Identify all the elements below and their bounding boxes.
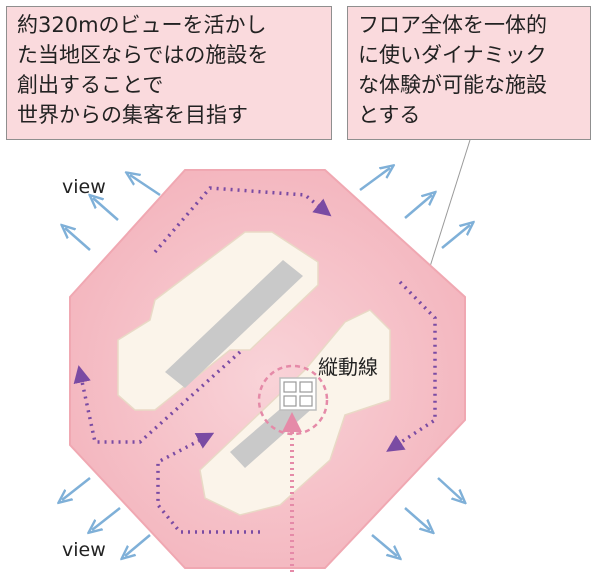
callout-left-line: 創出することで <box>17 73 164 97</box>
elevator-core <box>279 377 317 411</box>
view-arrow <box>437 477 462 500</box>
core-bar-upper <box>165 260 303 388</box>
floor-octagon <box>69 169 466 569</box>
view-arrow <box>130 175 161 197</box>
flow-arrow-bottom <box>156 432 260 534</box>
callout-left-line: 約320mのビューを活かし <box>17 13 267 37</box>
view-label-bottom: view <box>62 539 106 561</box>
flow-arrow-top <box>153 186 332 254</box>
callout-left-line: た当地区ならではの施設を <box>17 43 269 67</box>
view-arrow <box>62 477 91 500</box>
view-arrow <box>359 168 390 192</box>
view-arrow <box>92 507 121 530</box>
view-arrow <box>93 198 119 221</box>
callout-right: フロア全体を一体的 に使いダイナミック な体験が可能な施設 とする <box>347 6 591 140</box>
view-arrow <box>125 534 151 556</box>
view-arrow <box>404 195 432 219</box>
callout-right-line: に使いダイナミック <box>358 43 547 67</box>
view-arrow <box>65 228 91 251</box>
callout-left-line: 世界からの集客を目指す <box>17 103 248 127</box>
callout-right-line: フロア全体を一体的 <box>358 13 547 37</box>
view-label-top: view <box>62 176 106 198</box>
callout-left: 約320mのビューを活かし た当地区ならではの施設を 創出することで 世界からの… <box>6 6 332 140</box>
callout-right-line: な体験が可能な施設 <box>358 73 547 97</box>
view-arrow <box>371 534 397 556</box>
core-label: 縦動線 <box>318 355 378 379</box>
view-arrow <box>404 507 430 530</box>
core-highlight-circle <box>257 364 329 436</box>
view-arrow <box>441 225 470 249</box>
callout-right-line: とする <box>358 103 421 127</box>
core-bar-lower <box>230 392 315 468</box>
